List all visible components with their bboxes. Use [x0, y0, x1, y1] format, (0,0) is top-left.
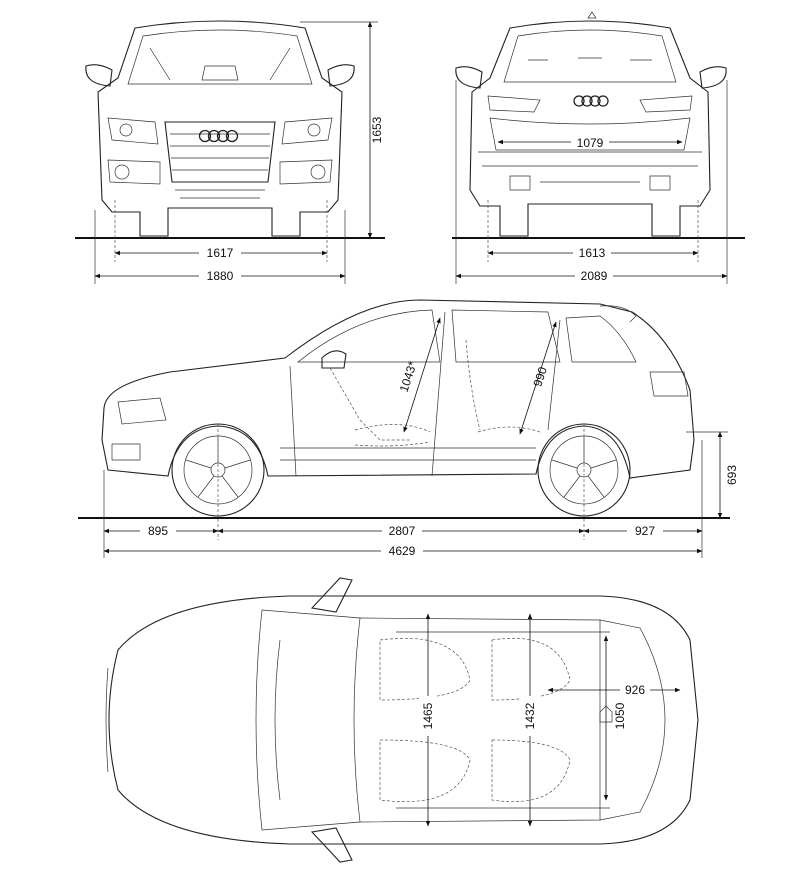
mirror-icon	[85, 64, 113, 87]
tail-light-right	[639, 95, 693, 113]
fog-light-right	[310, 164, 326, 180]
door-seams	[289, 311, 561, 477]
side-view: 1043* 990 693 895 2807 927 4629	[78, 299, 739, 558]
tailgate	[489, 117, 691, 151]
rear-headroom-label: 990	[530, 365, 550, 389]
seat-outlines	[329, 339, 541, 447]
mirror-icon	[327, 64, 355, 87]
roof-top	[359, 617, 601, 823]
side-fog-light	[111, 443, 141, 461]
width-with-mirrors-label: 2089	[581, 269, 608, 283]
mirror-icon	[310, 577, 353, 613]
four-rings-logo-icon	[573, 95, 609, 107]
quarter-window	[565, 315, 637, 363]
mirror-icon	[321, 350, 347, 369]
tail-light-left	[487, 95, 541, 113]
rear-window	[503, 29, 677, 83]
overall-length-label: 4629	[389, 544, 416, 558]
front-side-window	[297, 309, 441, 363]
rear-track-label: 1613	[579, 246, 606, 260]
front-grille	[164, 121, 276, 183]
mirror-icon	[455, 66, 483, 89]
side-sill-lines	[280, 447, 536, 461]
front-body-outline	[97, 20, 343, 237]
headlight-right	[281, 117, 333, 145]
front-windshield	[127, 29, 313, 85]
front-overhang-label: 895	[148, 524, 168, 538]
height-label: 1653	[370, 116, 384, 143]
rear-bumper	[478, 151, 702, 167]
rear-headroom-dimension-line	[519, 321, 557, 435]
rear-headrests	[528, 57, 652, 61]
front-track-label: 1617	[207, 246, 234, 260]
windshield-top	[255, 609, 361, 831]
antenna	[587, 11, 597, 19]
four-rings-logo-icon	[198, 129, 239, 143]
rear-overhang-label: 927	[635, 524, 655, 538]
exhaust-tips	[509, 175, 671, 191]
fog-light-left	[114, 164, 130, 180]
side-headlight	[117, 397, 167, 425]
mirror-icon	[310, 827, 353, 863]
front-headroom-label: 1043*	[397, 359, 420, 393]
cargo-lock-icon	[599, 705, 613, 723]
grille-slats	[170, 133, 270, 171]
front-shoulder-width-label: 1465	[421, 702, 435, 729]
cargo-length-label: 926	[625, 683, 645, 697]
rear-view: 1079 1613 2089	[452, 11, 745, 284]
roof-spoiler	[599, 305, 637, 323]
wheelbase-label: 2807	[389, 524, 416, 538]
top-body-outline	[108, 595, 699, 845]
rear-window-top	[599, 619, 666, 821]
rear-opening-label: 1079	[577, 136, 604, 150]
rear-side-window	[451, 309, 561, 363]
front-view: 1653 1617 1880	[75, 20, 385, 284]
rear-body-outline	[469, 20, 711, 237]
top-view: 1465 1432 1050 926	[105, 577, 699, 863]
cargo-width-label: 1050	[613, 702, 627, 729]
rear-shoulder-width-label: 1432	[523, 702, 537, 729]
side-tail-light	[649, 371, 689, 397]
front-seats	[149, 47, 291, 81]
roof-rails	[396, 631, 610, 809]
loading-lip-height-label: 693	[725, 465, 739, 485]
mirror-icon	[699, 66, 727, 89]
front-bumper-top	[105, 667, 109, 773]
headlight-left	[107, 117, 159, 145]
seat-outlines-top	[379, 637, 571, 803]
front-headroom-dimension-line	[403, 317, 441, 433]
overall-width-label: 1880	[207, 269, 234, 283]
side-body-outline	[101, 299, 695, 479]
